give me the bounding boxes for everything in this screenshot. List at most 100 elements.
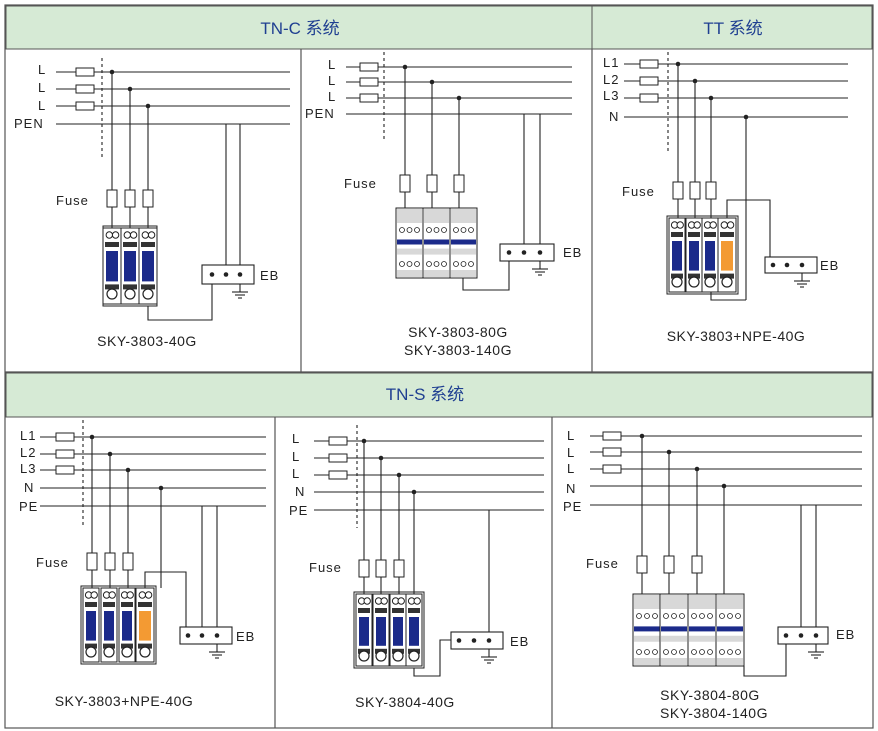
spd-band bbox=[704, 273, 716, 279]
spd-band bbox=[141, 284, 155, 290]
terminal-screw bbox=[375, 650, 387, 662]
wiring bbox=[40, 52, 862, 677]
terminal-screw bbox=[735, 613, 741, 619]
eb-label: EB bbox=[236, 629, 255, 644]
fuse-symbol bbox=[124, 189, 136, 208]
terminal-screw bbox=[138, 591, 147, 599]
fuse-symbol bbox=[399, 174, 411, 193]
junction-dot bbox=[223, 272, 229, 277]
spd-band bbox=[424, 239, 449, 245]
spd-window bbox=[672, 241, 682, 271]
terminal-screw bbox=[727, 649, 733, 655]
terminal-screw bbox=[704, 276, 716, 288]
terminal-screw bbox=[719, 649, 725, 655]
eb-label: EB bbox=[820, 258, 839, 273]
line-label: L bbox=[567, 428, 575, 443]
spd-window bbox=[721, 241, 733, 271]
fuse-symbol bbox=[55, 465, 75, 475]
spd-housing bbox=[102, 225, 158, 307]
line-label: L1 bbox=[603, 55, 619, 70]
terminal-screw bbox=[433, 261, 440, 267]
fuse-symbol bbox=[689, 181, 701, 200]
terminal-screw bbox=[699, 649, 705, 655]
fuse-symbol bbox=[75, 67, 95, 77]
terminal-screw bbox=[707, 613, 713, 619]
fuse-symbol bbox=[639, 93, 659, 103]
junction-dot bbox=[783, 633, 789, 638]
line-label: N bbox=[566, 481, 576, 496]
fuse-symbol bbox=[375, 559, 387, 578]
panel-tnc-40g-labels: L L L PEN Fuse EB SKY-3803-40G bbox=[14, 62, 279, 349]
terminal-screw bbox=[699, 613, 705, 619]
terminal-screw bbox=[111, 231, 120, 239]
spd-band bbox=[704, 232, 716, 237]
spd-housing bbox=[666, 215, 739, 295]
spd-band bbox=[392, 608, 404, 613]
terminal-screw bbox=[124, 288, 136, 300]
header-tns: TN-S 系统 bbox=[5, 372, 873, 418]
spd-band bbox=[451, 209, 476, 223]
terminal-screw bbox=[727, 613, 733, 619]
line-label: PE bbox=[563, 499, 582, 514]
terminal-screw bbox=[663, 649, 669, 655]
terminal-screw bbox=[406, 261, 413, 267]
fuse-symbol bbox=[691, 555, 703, 574]
terminal-screw bbox=[108, 591, 116, 599]
line-label: L2 bbox=[603, 72, 619, 87]
wire bbox=[462, 261, 510, 291]
fuse-symbol bbox=[663, 555, 675, 574]
wire bbox=[710, 292, 746, 301]
terminal-screw bbox=[719, 613, 725, 619]
line-label: L bbox=[38, 98, 46, 113]
terminal-screw bbox=[720, 221, 728, 229]
spd-window bbox=[139, 611, 151, 641]
terminal-screw bbox=[460, 261, 467, 267]
fuse-symbol bbox=[453, 174, 465, 193]
spd-band bbox=[451, 248, 476, 255]
terminal-screw bbox=[105, 231, 114, 239]
line-label: L bbox=[328, 89, 336, 104]
fuse-symbol bbox=[359, 77, 379, 87]
terminal-screw bbox=[129, 231, 138, 239]
fuse-symbol bbox=[55, 432, 75, 442]
eb-label: EB bbox=[260, 268, 279, 283]
junction-dot bbox=[199, 633, 205, 638]
spd-window bbox=[376, 617, 386, 646]
spd-housing bbox=[353, 591, 425, 669]
model-label: SKY-3804-140G bbox=[660, 705, 768, 721]
terminal-screw bbox=[413, 597, 421, 605]
wire bbox=[144, 571, 187, 627]
terminal-screw bbox=[426, 261, 432, 267]
spd-window bbox=[142, 251, 154, 282]
spd-band bbox=[424, 248, 449, 255]
eb-label: EB bbox=[510, 634, 529, 649]
spd-band bbox=[123, 242, 137, 247]
spd-band bbox=[720, 273, 734, 279]
wire bbox=[147, 284, 213, 321]
spd-band bbox=[397, 209, 422, 223]
fuse-label: Fuse bbox=[586, 556, 619, 571]
spd-band bbox=[671, 273, 683, 279]
terminal-screw bbox=[139, 646, 151, 658]
panel-tns-80g-labels: L L L N PE Fuse EB SKY-3804-80G SKY-3804… bbox=[563, 428, 854, 721]
spd-band bbox=[717, 626, 743, 632]
spd-band bbox=[688, 232, 700, 237]
junction-dot bbox=[486, 638, 492, 643]
spd-window bbox=[104, 611, 114, 641]
spd-band bbox=[85, 602, 97, 607]
terminal-screw bbox=[358, 650, 370, 662]
fuse-symbol bbox=[104, 552, 116, 571]
spd-band bbox=[375, 608, 387, 613]
terminal-screw bbox=[644, 649, 650, 655]
terminal-screw bbox=[106, 288, 118, 300]
eb-label: EB bbox=[563, 245, 582, 260]
spd-band bbox=[634, 626, 660, 632]
junction-dot bbox=[237, 272, 243, 277]
line-label: L bbox=[292, 431, 300, 446]
spd-band bbox=[661, 658, 687, 665]
terminal-screw bbox=[453, 261, 459, 267]
spd-window bbox=[106, 251, 118, 282]
junction-dot bbox=[521, 250, 527, 255]
model-label: SKY-3803-140G bbox=[404, 342, 512, 358]
fuse-symbol bbox=[602, 447, 622, 457]
